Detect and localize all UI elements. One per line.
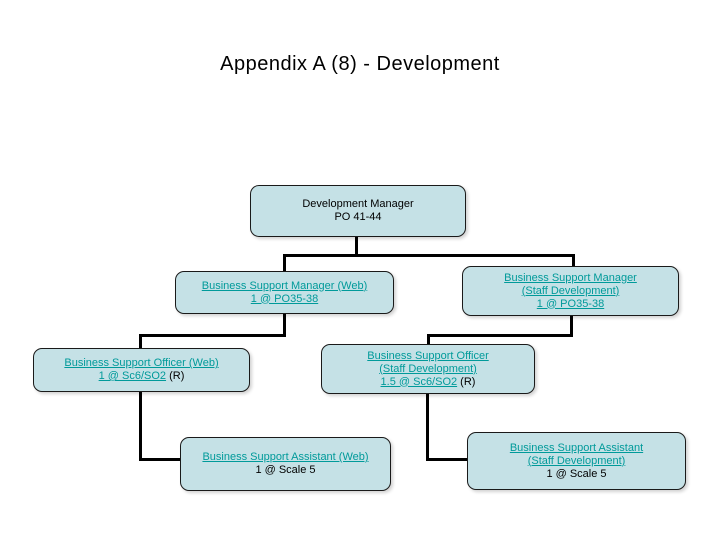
- role-grade-note: (R): [457, 375, 476, 388]
- role-grade: 1 @ Scale 5: [546, 467, 607, 480]
- connector-bsmweb-down: [283, 313, 286, 337]
- role-title-link[interactable]: Business Support Officer: [367, 349, 489, 362]
- role-title-link[interactable]: Business Support Assistant (Web): [202, 451, 369, 463]
- connector-bsasd-elbow: [426, 458, 470, 461]
- role-grade-link[interactable]: 1 @ PO35-38: [536, 297, 605, 310]
- role-title-link[interactable]: Business Support Manager: [504, 271, 637, 284]
- role-title: Business Support Manager (Web): [202, 280, 368, 293]
- org-box-business-support-officer-staff-development: Business Support Officer (Staff Developm…: [321, 344, 535, 394]
- role-grade: 1 @ Sc6/SO2 (R): [99, 370, 185, 383]
- connector-bsmsd-down: [570, 314, 573, 337]
- role-subtitle-link[interactable]: (Staff Development): [527, 454, 626, 467]
- connector-bsaweb-elbow: [139, 458, 183, 461]
- role-title-link[interactable]: Business Support Manager (Web): [201, 279, 368, 292]
- role-title: Business Support Assistant: [510, 442, 643, 455]
- org-box-development-manager: Development Manager PO 41-44: [250, 185, 466, 237]
- role-title: Business Support Assistant (Web): [202, 451, 368, 464]
- role-subtitle-link[interactable]: (Staff Development): [379, 362, 477, 375]
- connector-bsosd-up: [427, 334, 430, 346]
- role-grade-link[interactable]: 1 @ Sc6/SO2: [98, 370, 167, 382]
- role-subtitle: (Staff Development): [528, 455, 626, 468]
- org-box-business-support-assistant-staff-development: Business Support Assistant (Staff Develo…: [467, 432, 686, 490]
- connector-level3-left-horizontal: [139, 334, 286, 337]
- connector-level2-horizontal: [283, 254, 575, 257]
- role-subtitle-link[interactable]: (Staff Development): [521, 284, 620, 297]
- connector-devmgr-down: [355, 236, 358, 257]
- connector-bsmsd-up: [572, 254, 575, 268]
- role-title: Development Manager: [302, 198, 414, 210]
- connector-bsosd-down: [426, 392, 429, 461]
- connector-bsoweb-up: [139, 334, 142, 350]
- role-title: Business Support Manager: [504, 272, 637, 285]
- org-box-business-support-assistant-web: Business Support Assistant (Web) 1 @ Sca…: [180, 437, 391, 491]
- role-title: Business Support Officer: [367, 350, 488, 363]
- role-grade: 1 @ PO35-38: [251, 293, 318, 306]
- role-grade-note: (R): [166, 370, 185, 382]
- slide-title: Appendix A (8) - Development: [220, 53, 500, 75]
- role-grade-link[interactable]: 1 @ PO35-38: [250, 292, 319, 305]
- org-box-business-support-officer-web: Business Support Officer (Web) 1 @ Sc6/S…: [33, 348, 250, 392]
- role-grade: 1.5 @ Sc6/SO2 (R): [381, 376, 476, 389]
- org-box-business-support-manager-staff-development: Business Support Manager (Staff Developm…: [462, 266, 679, 316]
- role-title-link[interactable]: Business Support Assistant: [509, 441, 644, 454]
- connector-bsoweb-down: [139, 391, 142, 461]
- connector-bsmweb-up: [283, 254, 286, 273]
- role-subtitle: (Staff Development): [379, 363, 477, 376]
- connector-level3-right-horizontal: [427, 334, 573, 337]
- role-subtitle: (Staff Development): [522, 285, 620, 298]
- role-grade: 1 @ Scale 5: [255, 464, 316, 476]
- role-grade: 1 @ PO35-38: [537, 298, 604, 311]
- role-title-link[interactable]: Business Support Officer (Web): [64, 357, 219, 369]
- org-box-business-support-manager-web: Business Support Manager (Web) 1 @ PO35-…: [175, 271, 394, 314]
- role-grade-link[interactable]: 1.5 @ Sc6/SO2: [380, 375, 458, 388]
- role-grade: PO 41-44: [334, 211, 382, 223]
- role-title: Business Support Officer (Web): [64, 357, 218, 370]
